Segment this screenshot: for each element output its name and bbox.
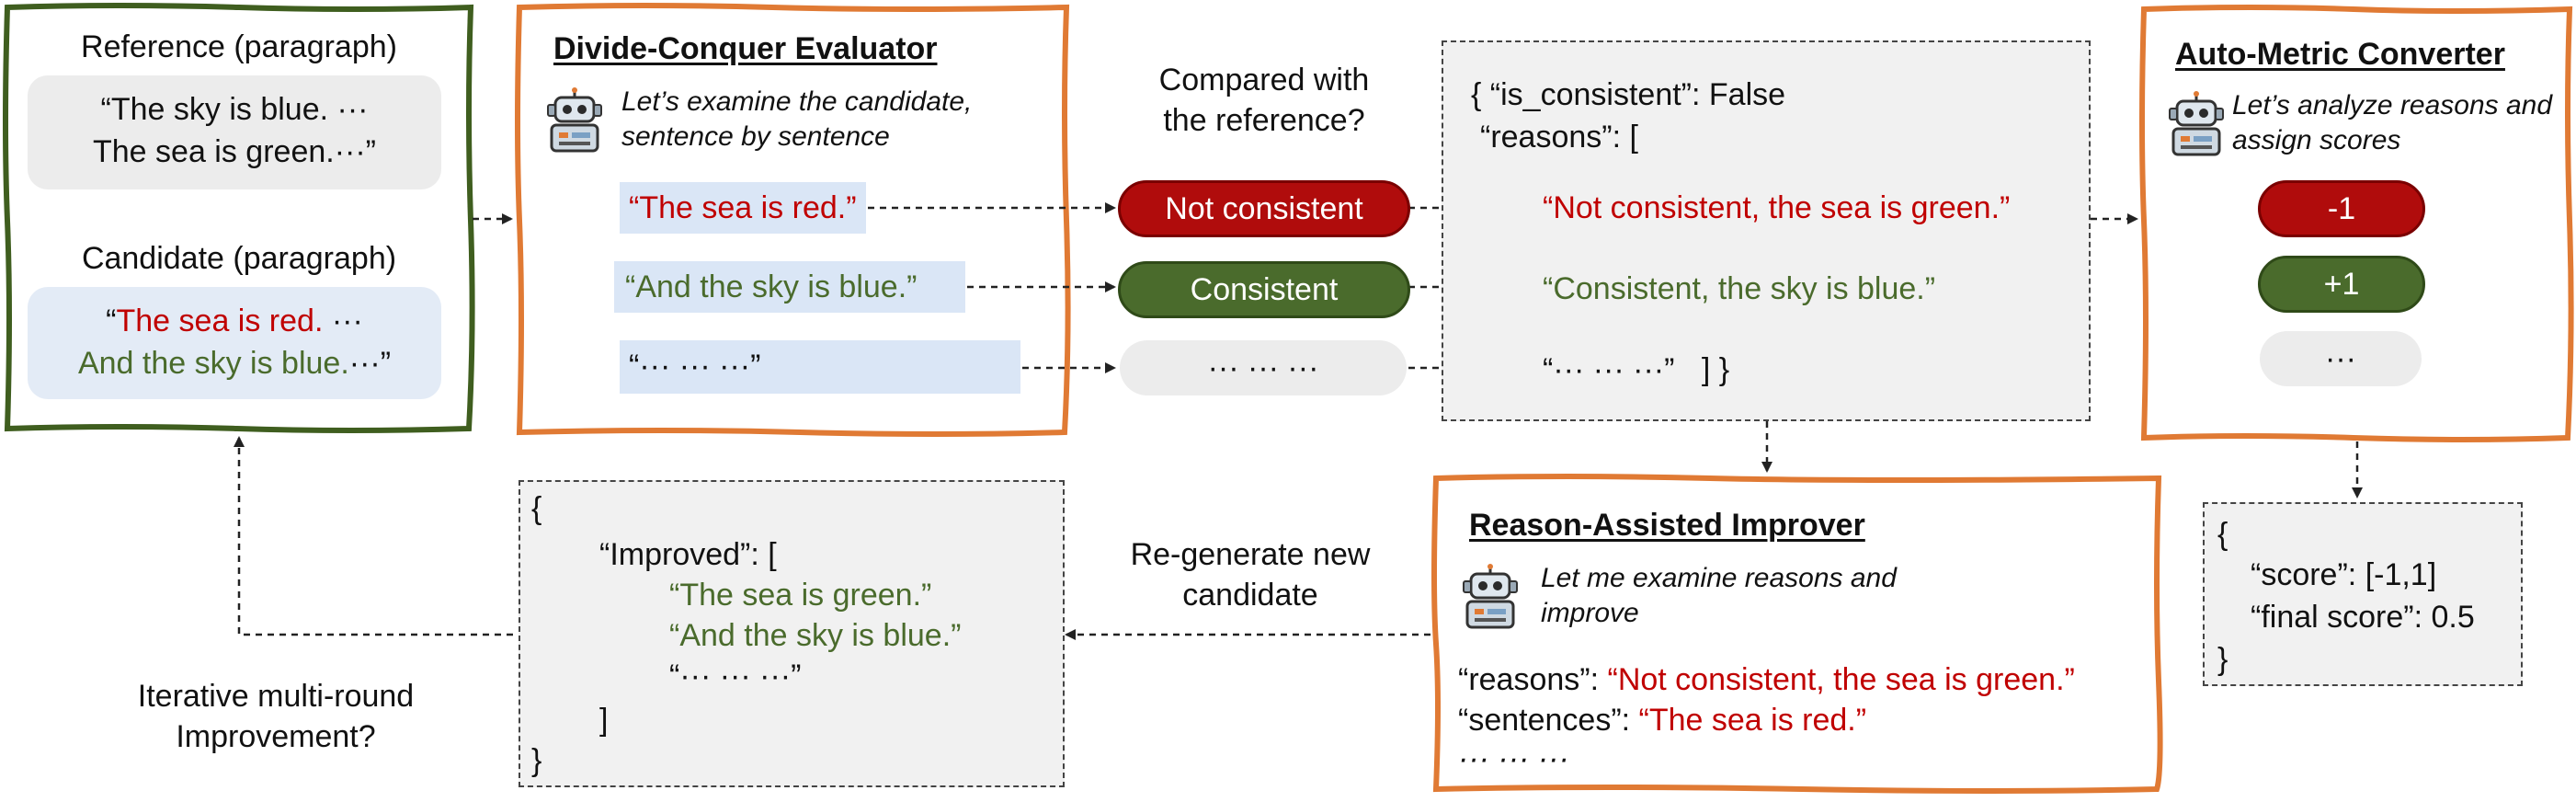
score-key: “score”: — [2251, 557, 2365, 592]
sentence-highlight-1 — [620, 182, 866, 234]
candidate-label: Candidate (paragraph) — [81, 241, 397, 276]
final-score-value: 0.5 — [2431, 600, 2475, 635]
improver-reasons-value: “Not consistent, the sea is green.” — [1607, 662, 2075, 697]
final-score-key: “final score”: — [2251, 600, 2432, 635]
improver-sentences-key: “sentences”: — [1458, 703, 1639, 738]
candidate-line-2: And the sky is blue.···” — [28, 346, 441, 382]
robot-icon — [2169, 91, 2224, 156]
improver-sentences-line: “sentences”: “The sea is red.” — [1458, 703, 1866, 739]
json-reason-2: “Consistent, the sky is blue.” — [1543, 271, 1936, 306]
candidate-line-1-rest: ··· — [323, 304, 363, 338]
improver-title: Reason-Assisted Improver — [1469, 508, 1865, 543]
evaluator-title: Divide-Conquer Evaluator — [553, 31, 938, 66]
json-is-consistent: { “is_consistent”: False — [1471, 77, 1786, 112]
json-output-box — [1442, 40, 2091, 421]
iteration-line-1: Iterative multi-round — [137, 679, 415, 714]
comparison-question-line-1: Compared with — [1158, 63, 1370, 97]
robot-icon — [547, 87, 602, 153]
sentence-2: “And the sky is blue.” — [625, 269, 918, 304]
verdict-ellipsis: ··· ··· ··· — [1120, 340, 1407, 395]
verdict-not-consistent: Not consistent — [1118, 180, 1410, 237]
improver-reasons-line: “reasons”: “Not consistent, the sea is g… — [1458, 662, 2075, 698]
sentence-highlight-2 — [614, 261, 965, 313]
converter-prompt: Let’s analyze reasons and assign scores — [2232, 90, 2553, 155]
score-range-line: “score”: [-1,1] — [2251, 557, 2436, 593]
verdict-consistent: Consistent — [1118, 261, 1410, 318]
json-closing: ] } — [1701, 352, 1730, 387]
score-pill-ellipsis: ··· — [2260, 331, 2422, 386]
score-output-box — [2203, 502, 2523, 686]
improved-sentence-2: “And the sky is blue.” — [669, 618, 962, 653]
json-reason-1: “Not consistent, the sea is green.” — [1543, 190, 2011, 225]
candidate-sentence-green: And the sky is blue. — [77, 346, 349, 381]
final-score-line: “final score”: 0.5 — [2251, 600, 2475, 636]
reference-line-2: The sea is green.···” — [93, 134, 376, 169]
score-pill-negative: -1 — [2258, 180, 2425, 237]
json-reason-3: “··· ··· ···” — [1543, 352, 1675, 387]
improver-prompt: Let me examine reasons and improve — [1541, 563, 1897, 628]
improved-output-box — [519, 480, 1065, 787]
robot-icon — [1463, 564, 1518, 629]
sentence-1: “The sea is red.” — [629, 190, 857, 225]
reference-box — [28, 75, 441, 189]
improved-sentence-1: “The sea is green.” — [669, 578, 932, 613]
json-reasons-key: “reasons”: [ — [1480, 120, 1638, 155]
improver-sentences-value: “The sea is red.” — [1638, 703, 1867, 738]
candidate-box — [28, 287, 441, 399]
json-reason-3-line: “··· ··· ···” ] } — [1543, 352, 1729, 388]
improver-ellipsis: ··· ··· ··· — [1458, 741, 1569, 776]
improved-open-brace: { — [531, 491, 542, 526]
score-close-brace: } — [2217, 642, 2228, 677]
comparison-question-line-2: the reference? — [1163, 103, 1365, 138]
regenerate-line-1: Re-generate new — [1130, 537, 1371, 572]
improved-close-brace: } — [531, 743, 542, 778]
converter-title: Auto-Metric Converter — [2175, 37, 2505, 72]
candidate-sentence-red: The sea is red. — [116, 304, 324, 338]
improved-close-bracket: ] — [599, 703, 609, 738]
improved-key: “Improved”: [ — [599, 537, 777, 572]
candidate-line-1: “The sea is red. ··· — [28, 304, 441, 339]
regenerate-line-2: candidate — [1182, 578, 1318, 613]
improver-reasons-key: “reasons”: — [1458, 662, 1608, 697]
improved-sentence-3: “··· ··· ···” — [669, 659, 802, 693]
sentence-highlight-3 — [620, 340, 1020, 394]
improver-panel-frame — [1431, 474, 2163, 794]
reference-label: Reference (paragraph) — [81, 29, 397, 64]
candidate-line-2-rest: ···” — [348, 346, 392, 381]
arrow-loop-back — [234, 436, 513, 636]
score-open-brace: { — [2217, 517, 2228, 552]
evaluator-prompt: Let’s examine the candidate, sentence by… — [621, 86, 973, 152]
iteration-line-2: Improvement? — [176, 719, 376, 754]
candidate-open-quote: “ — [106, 304, 117, 338]
score-range-value: [-1,1] — [2365, 557, 2437, 592]
reference-line-1: “The sky is blue. ··· — [100, 92, 369, 127]
score-pill-positive: +1 — [2258, 256, 2425, 313]
sentence-3: “··· ··· ···” — [629, 349, 761, 384]
